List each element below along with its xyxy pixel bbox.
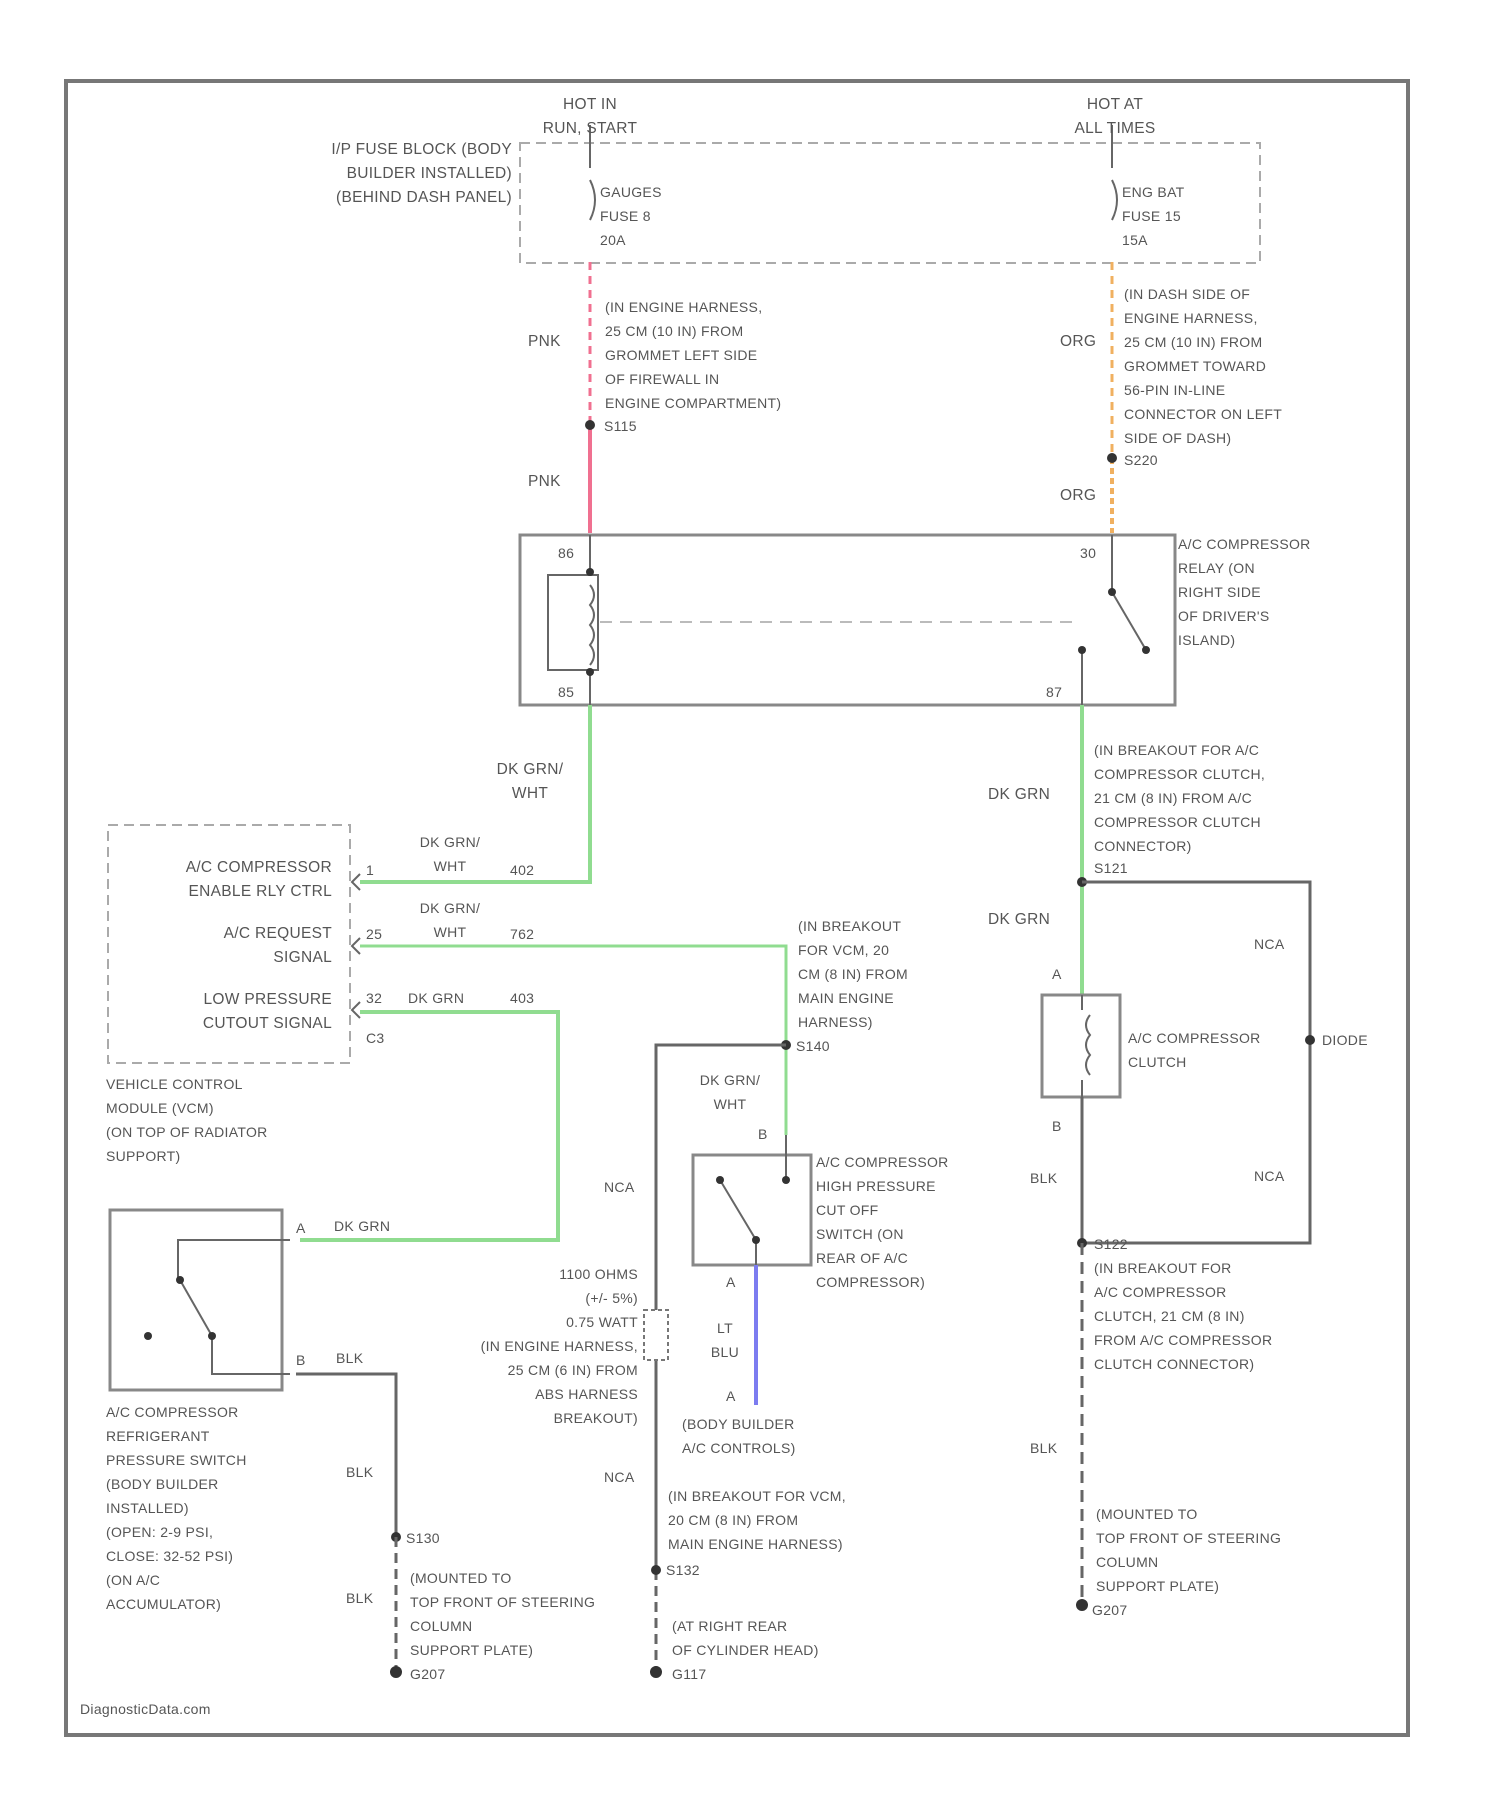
clutch-pin-a: A <box>1052 962 1062 986</box>
nca-label-4: NCA <box>604 1465 634 1489</box>
pnk-label-1: PNK <box>528 330 561 354</box>
wire-402-number: 402 <box>510 858 534 882</box>
s115-label: S115 <box>604 414 637 438</box>
hot-all-times-label: HOT AT ALL TIMES <box>1050 93 1180 141</box>
dk-grn-label-2: DK GRN <box>988 908 1050 932</box>
blk-lp-label-1: BLK <box>336 1346 363 1370</box>
fuse-block-label: I/P FUSE BLOCK (BODY BUILDER INSTALLED) … <box>250 138 512 210</box>
s121-label: S121 <box>1094 856 1128 880</box>
hp-switch-pin-b: B <box>758 1122 768 1146</box>
watermark: DiagnosticData.com <box>80 1697 211 1721</box>
blk-lp-label-3: BLK <box>346 1586 373 1610</box>
vcm-pin-32: 32 <box>366 986 382 1010</box>
refrig-pin-b: B <box>296 1348 306 1372</box>
s132-label: S132 <box>666 1558 700 1582</box>
body-builder-ac-label: (BODY BUILDER A/C CONTROLS) <box>682 1412 796 1460</box>
g207-left-label: G207 <box>410 1662 445 1686</box>
engine-harness-note: (IN ENGINE HARNESS, 25 CM (10 IN) FROM G… <box>605 295 781 415</box>
breakout-clutch-note-2: (IN BREAKOUT FOR A/C COMPRESSOR CLUTCH, … <box>1094 1256 1272 1376</box>
blk-clutch-label: BLK <box>1030 1166 1057 1190</box>
vcm-conn-c3: C3 <box>366 1026 385 1050</box>
breakout-vcm-note-1: (IN BREAKOUT FOR VCM, 20 CM (8 IN) FROM … <box>798 914 908 1034</box>
wire-762-number: 762 <box>510 922 534 946</box>
lt-blu-label: LT BLU <box>700 1316 750 1364</box>
g207-right-label: G207 <box>1092 1598 1127 1622</box>
pnk-label-2: PNK <box>528 470 561 494</box>
mounted-left-label: (MOUNTED TO TOP FRONT OF STEERING COLUMN… <box>410 1566 595 1662</box>
hp-switch-pin-a: A <box>726 1270 736 1294</box>
s140-label: S140 <box>796 1034 830 1058</box>
org-label-2: ORG <box>1060 484 1096 508</box>
dk-grn-label-1: DK GRN <box>988 783 1050 807</box>
nca-label-1: NCA <box>1254 932 1284 956</box>
mounted-right-label: (MOUNTED TO TOP FRONT OF STEERING COLUMN… <box>1096 1502 1281 1598</box>
relay-pin-87: 87 <box>1046 680 1062 704</box>
nca-label-2: NCA <box>1254 1164 1284 1188</box>
wire-402-color: DK GRN/ WHT <box>400 830 500 878</box>
eng-bat-fuse-label: ENG BAT FUSE 15 15A <box>1122 180 1185 252</box>
hot-run-start-label: HOT IN RUN, START <box>525 93 655 141</box>
high-pressure-switch-label: A/C COMPRESSOR HIGH PRESSURE CUT OFF SWI… <box>816 1150 949 1294</box>
resistor-note: 1100 OHMS (+/- 5%) 0.75 WATT (IN ENGINE … <box>380 1262 638 1430</box>
refrigerant-switch-label: A/C COMPRESSOR REFRIGERANT PRESSURE SWIT… <box>106 1400 247 1616</box>
vcm-low-pressure-label: LOW PRESSURE CUTOUT SIGNAL <box>110 988 332 1036</box>
breakout-vcm-note-2: (IN BREAKOUT FOR VCM, 20 CM (8 IN) FROM … <box>668 1484 846 1556</box>
relay-pin-30: 30 <box>1080 541 1096 565</box>
refrig-pin-a: A <box>296 1216 306 1240</box>
vcm-pin-1: 1 <box>366 858 374 882</box>
clutch-label: A/C COMPRESSOR CLUTCH <box>1128 1026 1261 1074</box>
at-right-rear-label: (AT RIGHT REAR OF CYLINDER HEAD) <box>672 1614 819 1662</box>
vcm-name-label: VEHICLE CONTROL MODULE (VCM) (ON TOP OF … <box>106 1072 268 1168</box>
relay-label: A/C COMPRESSOR RELAY (ON RIGHT SIDE OF D… <box>1178 532 1311 652</box>
vcm-pin-25: 25 <box>366 922 382 946</box>
wire-403-number: 403 <box>510 986 534 1010</box>
dk-grn-wht-label-2: DK GRN/ WHT <box>680 1068 780 1116</box>
s130-label: S130 <box>406 1526 440 1550</box>
clutch-pin-b: B <box>1052 1114 1062 1138</box>
gauges-fuse-label: GAUGES FUSE 8 20A <box>600 180 662 252</box>
org-label-1: ORG <box>1060 330 1096 354</box>
s220-label: S220 <box>1124 448 1158 472</box>
nca-label-3: NCA <box>604 1175 634 1199</box>
wire-403-color: DK GRN <box>408 986 464 1010</box>
relay-pin-86: 86 <box>558 541 574 565</box>
breakout-clutch-note: (IN BREAKOUT FOR A/C COMPRESSOR CLUTCH, … <box>1094 738 1265 858</box>
wire-762-color: DK GRN/ WHT <box>400 896 500 944</box>
vcm-ac-enable-label: A/C COMPRESSOR ENABLE RLY CTRL <box>110 856 332 904</box>
lt-blu-pin-a: A <box>726 1384 736 1408</box>
dk-grn-lp-label: DK GRN <box>334 1214 390 1238</box>
g117-label: G117 <box>672 1662 706 1686</box>
relay-pin-85: 85 <box>558 680 574 704</box>
blk-lp-label-2: BLK <box>346 1460 373 1484</box>
s122-label: S122 <box>1094 1232 1128 1256</box>
dash-side-note: (IN DASH SIDE OF ENGINE HARNESS, 25 CM (… <box>1124 282 1282 450</box>
blk-right-label: BLK <box>1030 1436 1057 1460</box>
diode-label: DIODE <box>1322 1028 1368 1052</box>
dk-grn-wht-label-1: DK GRN/ WHT <box>480 758 580 806</box>
vcm-ac-request-label: A/C REQUEST SIGNAL <box>110 922 332 970</box>
